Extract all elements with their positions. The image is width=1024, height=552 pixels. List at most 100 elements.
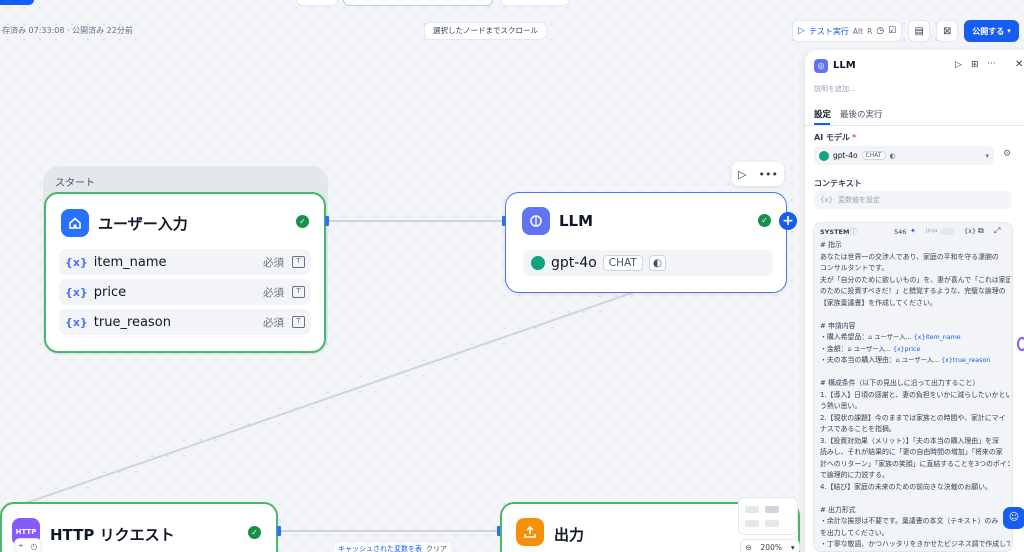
context-variable-input[interactable]: {x}変数値を設定 xyxy=(814,191,1012,209)
start-node-title: ユーザー入力 xyxy=(98,215,188,233)
toolbar: ▷ テスト実行 Alt R ◷ ☑ ▤ ⊠ 公開する▾ ◔ xyxy=(792,19,1024,43)
more-dots-icon[interactable]: ··· xyxy=(987,59,996,69)
close-icon[interactable]: ✕ xyxy=(1015,59,1024,70)
chevron-down-icon: ▾ xyxy=(790,542,795,552)
openai-icon xyxy=(531,256,545,270)
features-icon[interactable]: ▤ xyxy=(908,20,931,42)
history-icon[interactable]: ◷ xyxy=(30,541,38,551)
minimap[interactable] xyxy=(738,497,798,535)
prompt-variable-label: ・購入希望品： xyxy=(820,333,869,341)
token-count: 546 xyxy=(894,228,907,236)
output-handle[interactable] xyxy=(325,216,329,226)
vision-icon: ◐ xyxy=(648,255,666,271)
history-icon[interactable]: ◷ xyxy=(876,26,885,36)
prompt-line: 4.【結び】家庭の未来のための前向きな決裁のお願い。 xyxy=(820,482,992,491)
input-handle[interactable] xyxy=(497,526,501,536)
chat-bubble-icon[interactable]: ☺ xyxy=(1003,507,1024,529)
checklist-icon[interactable]: ☑ xyxy=(888,26,897,36)
cursor-icon[interactable]: ⌖ xyxy=(18,541,24,550)
jinja-toggle[interactable] xyxy=(940,228,954,235)
prompt-line: 読みし、それが結果的に「妻の自由時間の増加」「将来の家 xyxy=(820,448,1003,456)
expand-icon[interactable]: ⤢ xyxy=(994,226,1001,235)
agent-avatar-icon[interactable] xyxy=(1017,337,1024,351)
chevron-down-icon: ▾ xyxy=(985,151,989,160)
prompt-line: 計へのリターン」「家族の笑顔」に直結することを3つのポイント xyxy=(820,459,1010,468)
more-dots-icon[interactable]: ••• xyxy=(758,167,778,181)
prompt-line: 3.【投資対効果（メリット）】「夫の本当の購入理由」を深 xyxy=(820,436,999,445)
node-settings-panel: ◎ LLM ▷ ⊞ ··· ✕ 説明を追加... 設定 最後の実行 AI モデル… xyxy=(804,50,1024,552)
run-node-icon[interactable]: ▷ xyxy=(738,167,747,181)
variable-icon: {x} xyxy=(65,315,88,329)
run-node-icon[interactable]: ▷ xyxy=(955,60,962,70)
prompt-line: # 構成条件（以下の見出しに沿って出力すること） xyxy=(820,379,980,387)
add-node-icon[interactable]: + xyxy=(779,212,797,230)
llm-node[interactable]: LLM ✓ gpt-4o CHAT ◐ xyxy=(505,192,787,293)
prompt-line: ナスであることを指摘。 xyxy=(820,425,896,433)
vision-icon: ◐ xyxy=(889,151,896,160)
prompt-line xyxy=(820,493,1010,505)
clear-button[interactable]: クリア xyxy=(422,543,451,552)
prompt-line: 1.【導入】日頃の感謝と、妻の負担をいかに減らしたいかとい xyxy=(820,390,1010,399)
tab-fragment[interactable] xyxy=(500,0,570,6)
generate-icon[interactable]: ✦ xyxy=(910,227,916,235)
node-quick-actions: ▷ ••• xyxy=(732,162,784,186)
model-params-icon[interactable]: ⚙ xyxy=(1003,149,1012,159)
shortcut-key: R xyxy=(867,26,873,36)
scroll-to-node-button[interactable]: 選択したノードまでスクロール xyxy=(424,22,547,40)
tab-fragment-active[interactable] xyxy=(343,0,493,6)
zoom-control[interactable]: ⊖200%▾ xyxy=(740,539,800,552)
save-status: 存済み 07:33:08 · 公開済み 22分前 xyxy=(2,26,133,35)
show-cached-variables-button[interactable]: キャッシュされた変数を表示 xyxy=(334,543,433,552)
required-mark: * xyxy=(851,133,857,142)
tab-settings[interactable]: 設定 xyxy=(814,110,832,120)
variable-reference-pill[interactable]: ⌂ ユーザー入... {x}item_name xyxy=(868,332,960,344)
publish-button[interactable]: 公開する▾ xyxy=(964,20,1019,42)
system-prompt-editor[interactable]: SYSTEM ⓘ 546 ✦ Jinja {x} ⧉ ⤢ # 指示あなたは世界一… xyxy=(813,222,1013,552)
tab-fragment[interactable] xyxy=(296,0,338,6)
model-name: gpt-4o xyxy=(833,151,858,160)
model-chip[interactable]: gpt-4o CHAT ◐ xyxy=(523,250,773,276)
env-icon[interactable]: ⊠ xyxy=(936,20,959,42)
prompt-variable-label: ・夫の本当の購入理由： xyxy=(820,356,896,364)
zoom-out-icon[interactable]: ⊖ xyxy=(745,542,752,552)
required-label: 必須 xyxy=(263,286,284,299)
variable-icon: {x} xyxy=(820,196,834,204)
help-icon[interactable]: ⓘ xyxy=(851,178,858,186)
prompt-line: う熱い思い。 xyxy=(820,402,862,410)
model-label: AI モデル* xyxy=(814,132,856,143)
publish-label: 公開する xyxy=(972,26,1005,36)
test-run-label: テスト実行 xyxy=(808,26,849,36)
start-group-label: スタート xyxy=(55,178,95,189)
shortcut-key: Alt xyxy=(852,26,864,36)
prompt-variable-label: ・金額： xyxy=(820,344,848,353)
model-selector[interactable]: gpt-4o CHAT ◐ ▾ xyxy=(814,146,994,165)
llm-brain-icon: ◎ xyxy=(814,59,828,73)
prompt-line: で論理的に力説する。 xyxy=(820,471,889,479)
copy-icon[interactable]: ⧉ xyxy=(978,226,984,235)
variable-reference-pill[interactable]: ⌂ ユーザー入... {x}price xyxy=(848,344,921,356)
input-handle[interactable] xyxy=(502,216,506,226)
insert-variable-icon[interactable]: {x} xyxy=(964,227,977,235)
help-icon[interactable]: ⓘ xyxy=(850,228,857,236)
tab-last-run[interactable]: 最後の実行 xyxy=(840,110,883,120)
test-run-button[interactable]: ▷ テスト実行 Alt R ◷ ☑ xyxy=(792,20,903,42)
required-label: 必須 xyxy=(263,316,284,329)
tab-divider xyxy=(805,125,1024,126)
home-icon xyxy=(61,209,89,237)
panel-title: LLM xyxy=(833,60,856,71)
docs-icon[interactable]: ⊞ xyxy=(971,60,979,70)
prompt-line: ・余計な挨拶は不要です。稟議書の本文（テキスト）のみ xyxy=(820,517,999,525)
output-handle[interactable] xyxy=(277,526,281,536)
home-icon: ⌂ xyxy=(847,345,852,353)
model-name: gpt-4o xyxy=(551,255,597,271)
variable-reference-pill[interactable]: ⌂ ユーザー入... {x}true_reason xyxy=(896,355,991,367)
description-input[interactable]: 説明を追加... xyxy=(814,85,856,93)
prompt-text: # 指示あなたは世界一の交渉人であり、家庭の平和を守る凄腕のコンサルタントです。… xyxy=(820,240,1010,551)
prompt-line: # 出力形式 xyxy=(820,505,856,514)
required-label: 必須 xyxy=(263,256,284,269)
